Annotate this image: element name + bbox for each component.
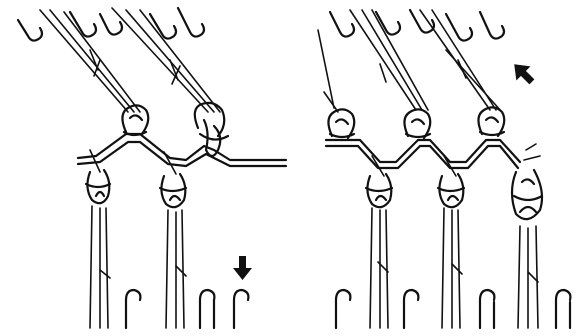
left-top-hooks	[18, 8, 204, 41]
top-hook	[100, 14, 122, 35]
left-lower-shafts	[90, 206, 186, 328]
top-hook	[18, 20, 42, 41]
right-panel	[318, 10, 570, 328]
left-lower-loops	[86, 170, 186, 207]
bottom-hook	[480, 290, 494, 328]
loop	[404, 109, 430, 138]
left-bottom-hooks	[126, 290, 248, 328]
bottom-hook	[404, 290, 418, 328]
bottom-hook	[336, 290, 350, 328]
right-lower-shafts	[370, 208, 538, 328]
top-hook	[330, 12, 354, 37]
left-panel	[18, 8, 286, 328]
bottom-hook	[234, 290, 248, 328]
right-upper-shafts	[318, 10, 502, 112]
right-lower-loops	[366, 170, 542, 219]
up-left-arrow-icon	[507, 57, 539, 89]
loop	[328, 109, 354, 138]
right-upper-loops	[328, 107, 504, 138]
right-top-hooks	[330, 10, 504, 41]
loop	[512, 170, 542, 219]
top-hook	[150, 14, 176, 39]
down-arrow-icon	[233, 256, 252, 280]
bottom-hook	[556, 290, 570, 328]
left-upper-shafts	[40, 8, 220, 112]
loop	[122, 105, 148, 134]
top-hook	[480, 12, 504, 39]
right-zigzag-yarn	[326, 140, 540, 176]
bottom-hook	[200, 290, 214, 328]
bottom-hook	[126, 290, 140, 328]
left-zigzag-yarn	[78, 134, 286, 174]
top-hook	[178, 8, 204, 37]
loop	[478, 107, 504, 136]
